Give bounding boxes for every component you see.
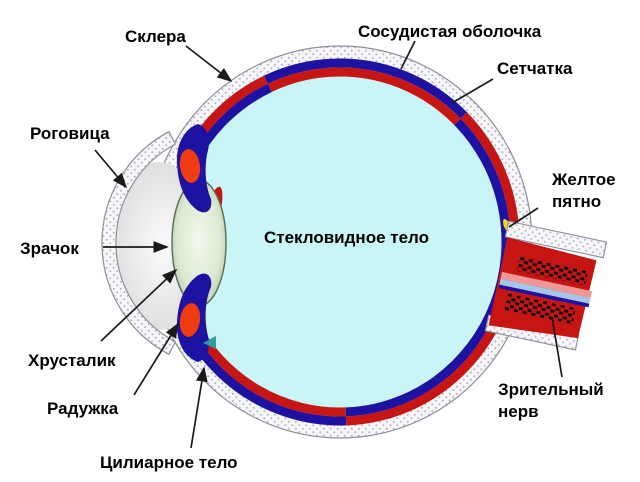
label-retina: Сетчатка (497, 59, 573, 78)
vitreous-body (177, 75, 503, 409)
iris-muscle-lower (179, 303, 201, 337)
optic-nerve-sheath-top (504, 220, 608, 259)
label-macula: Желтое пятно (552, 170, 616, 212)
lens-arrow (100, 268, 178, 342)
optic-nerve-vessel-pink (500, 271, 592, 298)
optic-nerve-vessel-blue (499, 278, 591, 304)
iris-arrow (133, 322, 179, 396)
macula-line (508, 207, 539, 228)
optic-nerve-fiber-checker-top (516, 256, 589, 286)
choroid-line (400, 40, 416, 70)
label-cornea: Роговица (30, 124, 110, 143)
label-pupil: Зрачок (20, 239, 79, 258)
sclera-arrow (185, 45, 233, 83)
choroid-band-top (264, 58, 467, 119)
label-lens: Хрусталик (28, 351, 116, 370)
optic-nerve-line (551, 316, 563, 378)
cornea-arrow (94, 149, 128, 189)
label-iris: Радужка (47, 399, 119, 418)
label-vitreous: Стекловидное тело (264, 228, 429, 247)
optic-nerve-vessel-navy (498, 284, 590, 308)
iris-muscle-upper (179, 149, 201, 183)
ciliary-arrow (190, 366, 208, 449)
ciliary-pointer-icon (203, 336, 216, 349)
retina-line (451, 78, 494, 104)
label-optic-nerve: Зрительный нерв (498, 380, 604, 422)
optic-nerve-fiber-checker-bottom (504, 293, 577, 325)
label-ciliary: Цилиарное тело (100, 453, 238, 472)
label-choroid: Сосудистая оболочка (358, 22, 542, 41)
retina-band-top (267, 67, 461, 125)
leader-lines (94, 40, 563, 449)
optic-nerve (484, 220, 608, 351)
label-sclera: Склера (125, 27, 186, 46)
